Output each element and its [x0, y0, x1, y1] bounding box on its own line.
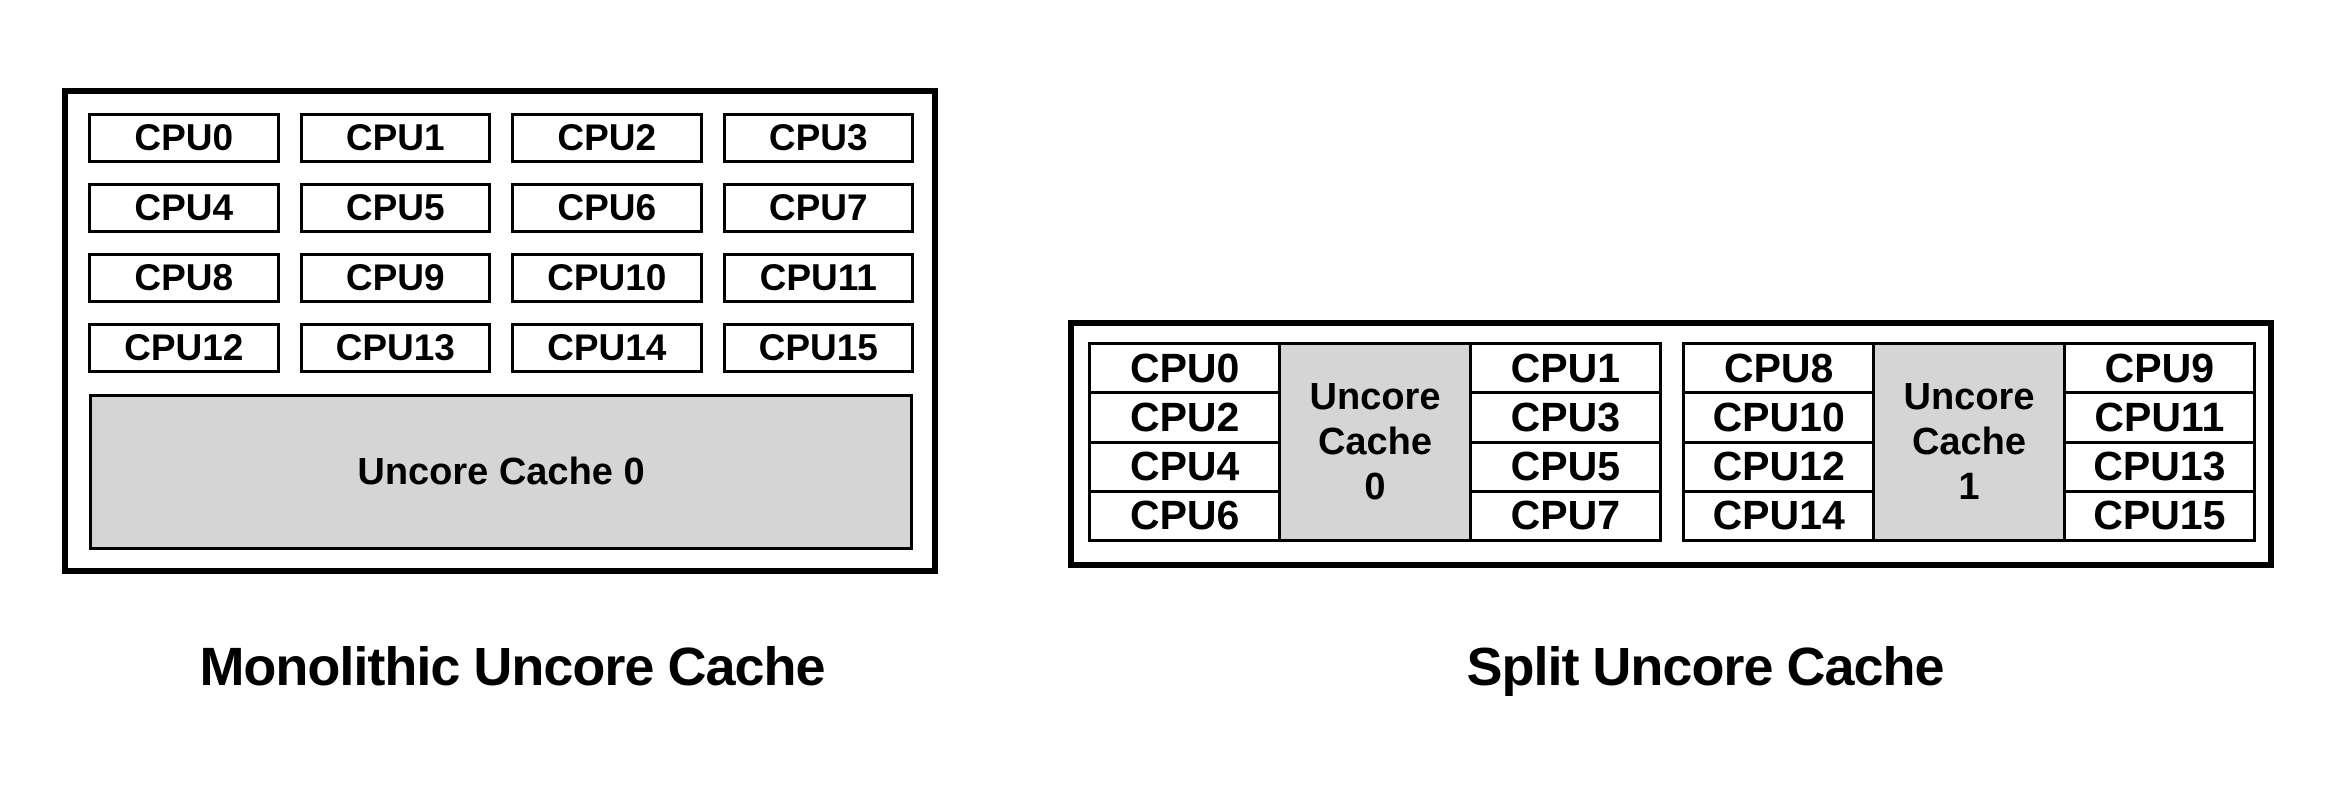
- split-chip-outline: CPU0 CPU2 CPU4 CPU6 Uncore Cache 0 CPU1 …: [1068, 320, 2274, 568]
- cpu-cell: CPU6: [1091, 492, 1279, 539]
- cpu-cell: CPU15: [2065, 492, 2253, 539]
- cpu-box: CPU6: [511, 183, 703, 233]
- uncore-cache-0-box: Uncore Cache 0: [89, 394, 913, 550]
- cpu-cell: CPU13: [2065, 443, 2253, 490]
- cpu-cell: CPU8: [1685, 345, 1873, 392]
- cpu-box: CPU4: [88, 183, 280, 233]
- cpu-box: CPU7: [722, 183, 914, 233]
- split-caption: Split Uncore Cache: [1466, 637, 1944, 697]
- cpu-box: CPU5: [299, 183, 491, 233]
- uncore-cache-1-cell: Uncore Cache 1: [1875, 345, 2063, 539]
- cpu-box: CPU3: [722, 113, 914, 163]
- cpu-box: CPU0: [88, 113, 280, 163]
- cpu-cell: CPU14: [1685, 492, 1873, 539]
- cache-label-line: Uncore: [1309, 375, 1441, 418]
- uncore-cache-0-cell: Uncore Cache 0: [1281, 345, 1469, 539]
- cpu-box: CPU15: [722, 323, 914, 373]
- cpu-box: CPU11: [722, 253, 914, 303]
- cpu-cell: CPU4: [1091, 443, 1279, 490]
- cpu-cell: CPU1: [1471, 345, 1659, 392]
- cache-label-line: Cache: [1317, 420, 1433, 463]
- cpu-box: CPU14: [511, 323, 703, 373]
- cpu-cell: CPU2: [1091, 394, 1279, 441]
- cpu-box: CPU1: [299, 113, 491, 163]
- cpu-cell: CPU0: [1091, 345, 1279, 392]
- cpu-box: CPU9: [299, 253, 491, 303]
- cpu-cell: CPU11: [2065, 394, 2253, 441]
- cpu-cell: CPU3: [1471, 394, 1659, 441]
- cache-label-line: 1: [1958, 465, 1980, 508]
- cache-label-line: 0: [1364, 465, 1386, 508]
- cache-label-line: Uncore: [1903, 375, 2035, 418]
- cpu-cell: CPU12: [1685, 443, 1873, 490]
- cpu-box: CPU10: [511, 253, 703, 303]
- split-cluster-0: CPU0 CPU2 CPU4 CPU6 Uncore Cache 0 CPU1 …: [1088, 342, 1662, 542]
- monolithic-chip-outline: CPU0 CPU1 CPU2 CPU3 CPU4 CPU5 CPU6 CPU7 …: [62, 88, 938, 574]
- monolithic-caption: Monolithic Uncore Cache: [199, 637, 825, 697]
- cpu-cell: CPU7: [1471, 492, 1659, 539]
- cpu-box: CPU12: [88, 323, 280, 373]
- cpu-cell: CPU10: [1685, 394, 1873, 441]
- cpu-box: CPU2: [511, 113, 703, 163]
- cpu-box: CPU13: [299, 323, 491, 373]
- monolithic-cpu-grid: CPU0 CPU1 CPU2 CPU3 CPU4 CPU5 CPU6 CPU7 …: [88, 113, 914, 373]
- cache-label-line: Cache: [1911, 420, 2027, 463]
- split-cluster-1: CPU8 CPU10 CPU12 CPU14 Uncore Cache 1 CP…: [1682, 342, 2256, 542]
- cpu-cell: CPU5: [1471, 443, 1659, 490]
- cpu-box: CPU8: [88, 253, 280, 303]
- cpu-cell: CPU9: [2065, 345, 2253, 392]
